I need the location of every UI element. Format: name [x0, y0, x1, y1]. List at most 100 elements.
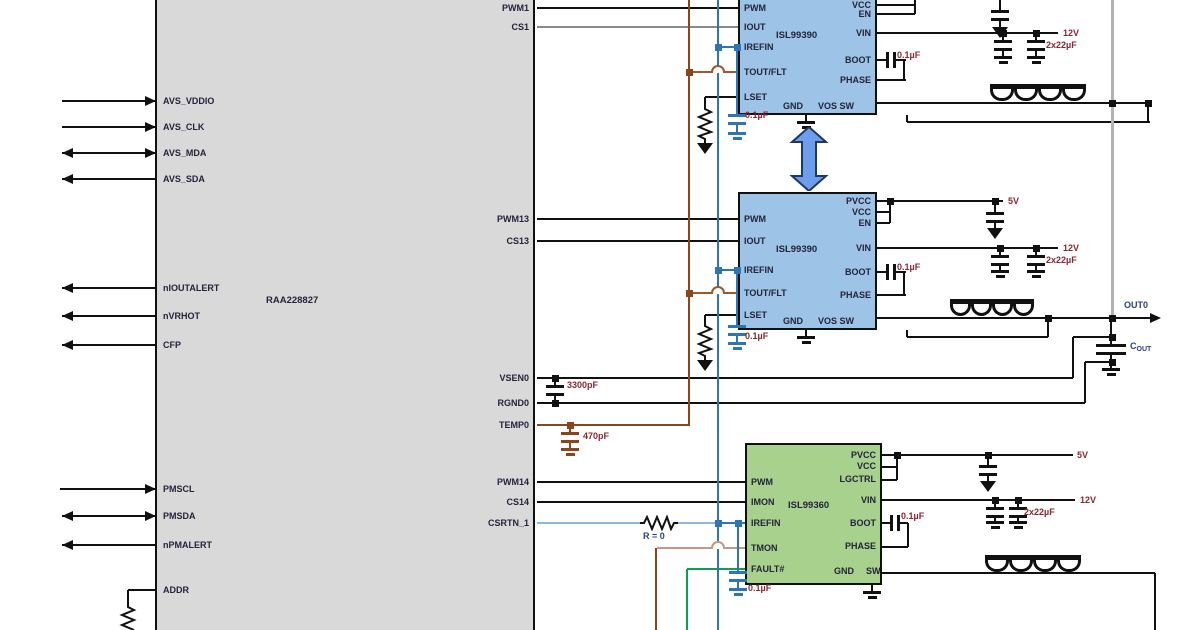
vsen0-link: [1073, 336, 1113, 338]
vos1-wire: [907, 121, 1150, 123]
stage1-boot-cap-label: 0.1µF: [897, 50, 921, 60]
vin1-capacitor-b: [1027, 48, 1045, 51]
stage3-pin-vin: VIN: [860, 495, 876, 505]
fault-bus: [686, 569, 688, 630]
pmsda-arrow-out: [62, 511, 73, 521]
vin3-capacitor-a: [986, 507, 1004, 510]
boot1-capacitor: [893, 52, 896, 68]
irefin1-j2: [734, 44, 741, 51]
tout1-hop: [711, 65, 725, 73]
vin2a-gnd-symbol: [991, 270, 1009, 273]
nioutalert-arrow: [62, 283, 73, 293]
boot2-v: [903, 272, 905, 295]
cout-gnd-symbol: [1107, 373, 1116, 376]
avs-vddio-arrow: [145, 96, 156, 106]
stage1-pin-toutflt: TOUT/FLT: [744, 67, 787, 77]
cout-label: COUT: [1130, 341, 1152, 353]
sw1-net: [877, 102, 1150, 104]
controller-block: [155, 0, 535, 630]
stage1-gnd-symbol: [797, 121, 815, 124]
stage1-pin-gnd: GND: [783, 101, 803, 111]
stage2-vin-caps-label: 2x22µF: [1046, 255, 1077, 265]
stage1-pin-vin: VIN: [855, 28, 871, 38]
stage3-inductor-winding: [1033, 560, 1057, 572]
lset2-resistor: [696, 322, 714, 360]
pin-avs-clk: AVS_CLK: [163, 122, 205, 132]
lset2-gnd-symbol: [697, 360, 713, 371]
nvrhot-arrow: [62, 311, 73, 321]
gnd1-stem: [805, 115, 807, 121]
vin3b-gnd-symbol: [1014, 526, 1023, 529]
pvcc2-capacitor: [986, 212, 1004, 215]
avs-mda-arrow-in: [145, 148, 156, 158]
irefin2-capacitor: [728, 333, 746, 336]
vin1-j1: [1000, 30, 1007, 37]
addr-v: [127, 590, 129, 604]
pin-avs-sda: AVS_SDA: [163, 174, 205, 184]
rgnd-cap-junction: [552, 400, 559, 407]
pmscl-wire: [60, 488, 155, 490]
stage3-pin-irefin: IREFIN: [751, 518, 781, 528]
sw3-v: [1154, 573, 1156, 630]
stage3-part-number: ISL99360: [788, 500, 830, 511]
stage1-pin-en: EN: [858, 9, 871, 19]
fault-net: [687, 568, 745, 570]
stage3-pin-phase: PHASE: [844, 541, 876, 551]
sw1-j1: [1109, 100, 1116, 107]
pin-avs-mda: AVS_MDA: [163, 148, 207, 158]
stage1-vin-rail-label: 12V: [1063, 28, 1080, 38]
out0-net-label: OUT0: [1124, 300, 1149, 310]
vin2b-gnd-symbol: [1027, 270, 1045, 273]
vin3-j1: [992, 497, 999, 504]
temp-capacitor: [561, 440, 579, 443]
vsen0-v: [1072, 337, 1074, 378]
pwm1-net: [537, 7, 738, 9]
cap5v3-v2: [987, 475, 989, 481]
power-stage-3-chip: [745, 443, 882, 585]
irefin3-j1: [715, 520, 722, 527]
pvcc2-j2: [992, 198, 999, 205]
lset1-gnd-symbol: [697, 143, 713, 154]
vccen2-v: [889, 201, 891, 223]
vos2-wire: [907, 336, 1048, 338]
stage1-pin-irefin: IREFIN: [744, 42, 774, 52]
avs-sda-arrow: [62, 174, 73, 184]
sw3-net: [882, 572, 1155, 574]
stage2-pin-irefin: IREFIN: [744, 265, 774, 275]
irefin2-capacitor: [728, 325, 746, 328]
cap12v1a-v2: [1002, 50, 1004, 56]
stage2-pvcc-rail-label: 5V: [1008, 196, 1020, 206]
stage2-inductor-core: [950, 299, 1034, 304]
en2-wire: [877, 222, 890, 224]
irefin2-gnd-symbol: [733, 347, 742, 350]
vin2-capacitor-a: [991, 263, 1009, 266]
boot2-capacitor: [893, 264, 896, 280]
nvrhot-wire: [62, 315, 155, 317]
vin3-capacitor-b: [1009, 515, 1027, 518]
cap5v2-v1: [994, 201, 996, 212]
stage2-part-number: ISL99390: [776, 244, 818, 255]
stage3-boot-cap-label: 0.1µF: [901, 511, 925, 521]
csrtn1-net-c: [718, 522, 745, 524]
pmsda-arrow-in: [145, 511, 156, 521]
boot3-v: [907, 523, 909, 547]
pin-nioutalert: nIOUTALERT: [163, 283, 220, 293]
boot2-b: [896, 271, 906, 273]
stage3-vin-caps-label: 2x22µF: [1024, 507, 1055, 517]
power-stage-1-chip: [738, 0, 877, 115]
cs14-net: [537, 501, 745, 503]
pin-rgnd0: RGND0: [497, 398, 529, 408]
addr-wire: [128, 589, 155, 591]
vos1-v: [1147, 103, 1149, 122]
stage2-pin-gnd: GND: [783, 316, 803, 326]
irefin2-gnd-symbol: [728, 342, 746, 345]
stage2-pin-pvcc: PVCC: [845, 196, 871, 206]
temp-capacitor: [561, 432, 579, 435]
stage3-pin-sw: SW: [866, 566, 881, 576]
gnd3-stem: [871, 585, 873, 591]
avs-clk-wire: [62, 126, 155, 128]
boot1-v: [903, 60, 905, 80]
cout-capacitor: [1096, 352, 1126, 355]
cap5v1-v2: [999, 20, 1001, 27]
cout-gnd-symbol: [1102, 368, 1120, 371]
